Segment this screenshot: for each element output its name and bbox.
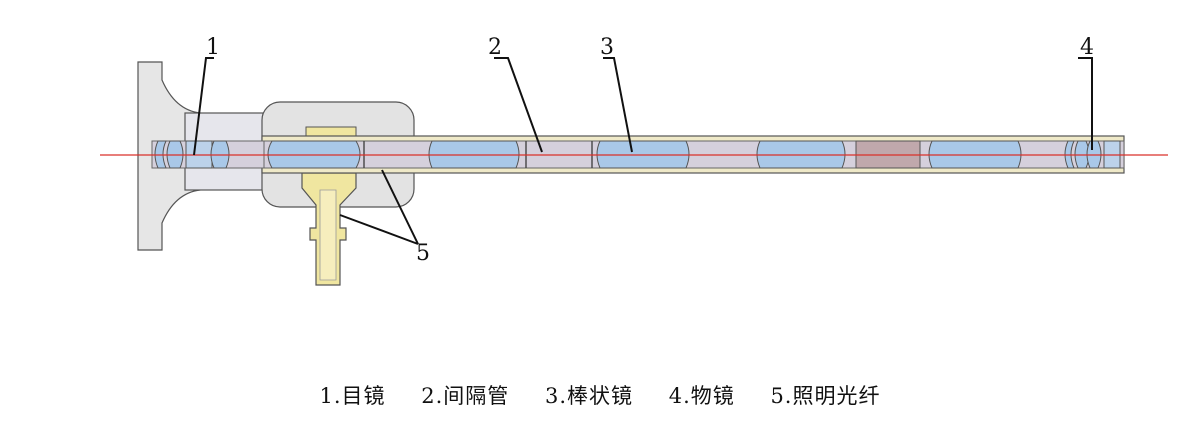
caption-item-objective: 4.物镜 (668, 384, 735, 408)
callout-5: 5 (416, 241, 430, 266)
figure-caption: 1.目镜 2.间隔管 3.棒状镜 4.物镜 5.照明光纤 (0, 380, 1200, 410)
callout-4: 4 (1080, 35, 1094, 60)
callout-1: 1 (206, 35, 220, 60)
leader-lines (193, 57, 1093, 245)
caption-item-spacer: 2.间隔管 (421, 384, 510, 408)
caption-item-fiber: 5.照明光纤 (770, 384, 881, 408)
callout-2: 2 (488, 35, 502, 60)
callout-3: 3 (600, 35, 614, 60)
fiber-inner (319, 189, 337, 281)
caption-item-rod-lens: 3.棒状镜 (544, 384, 634, 408)
caption-item-eyepiece: 1.目镜 (319, 384, 386, 408)
